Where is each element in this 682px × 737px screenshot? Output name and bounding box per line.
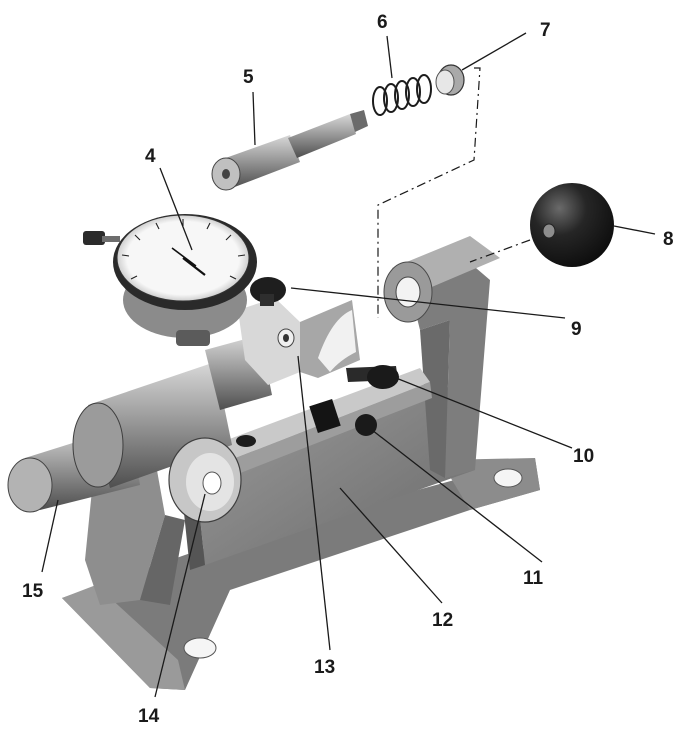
callout-6: 6	[377, 12, 388, 33]
spindle	[211, 110, 368, 191]
callout-14: 14	[138, 706, 160, 727]
thumb-screw	[250, 277, 286, 306]
callout-11: 11	[523, 568, 544, 589]
leader-5	[252, 91, 256, 146]
leader-9	[290, 287, 566, 319]
leader-14	[154, 493, 206, 698]
callout-4: 4	[145, 146, 156, 167]
callout-10: 10	[573, 446, 594, 467]
callout-12: 12	[432, 610, 453, 631]
leader-10	[395, 377, 573, 449]
leader-4	[159, 167, 193, 251]
dial-indicator	[83, 214, 257, 346]
leader-15	[41, 499, 59, 573]
callout-labels: 5 6 7 8 4 9 10 11 12 13 14 15	[22, 12, 674, 727]
leader-6	[386, 35, 393, 79]
assembly-centerlines	[377, 67, 531, 318]
callout-9: 9	[571, 319, 582, 340]
callout-5: 5	[243, 67, 254, 88]
carriage-block	[238, 298, 360, 385]
callout-7: 7	[540, 20, 551, 41]
clamp-knobs	[309, 365, 399, 436]
leader-11	[371, 429, 543, 563]
leader-13	[297, 355, 331, 651]
leader-8	[613, 225, 656, 235]
roller-wheel	[168, 437, 242, 523]
leader-12	[339, 487, 443, 604]
callout-8: 8	[663, 229, 674, 250]
base-frame	[62, 236, 540, 690]
spring	[372, 74, 432, 116]
callout-15: 15	[22, 581, 44, 602]
leader-7	[461, 32, 527, 71]
ball-knob	[530, 183, 614, 267]
collar	[435, 64, 465, 96]
callout-13: 13	[314, 657, 335, 678]
leader-lines	[41, 32, 656, 698]
